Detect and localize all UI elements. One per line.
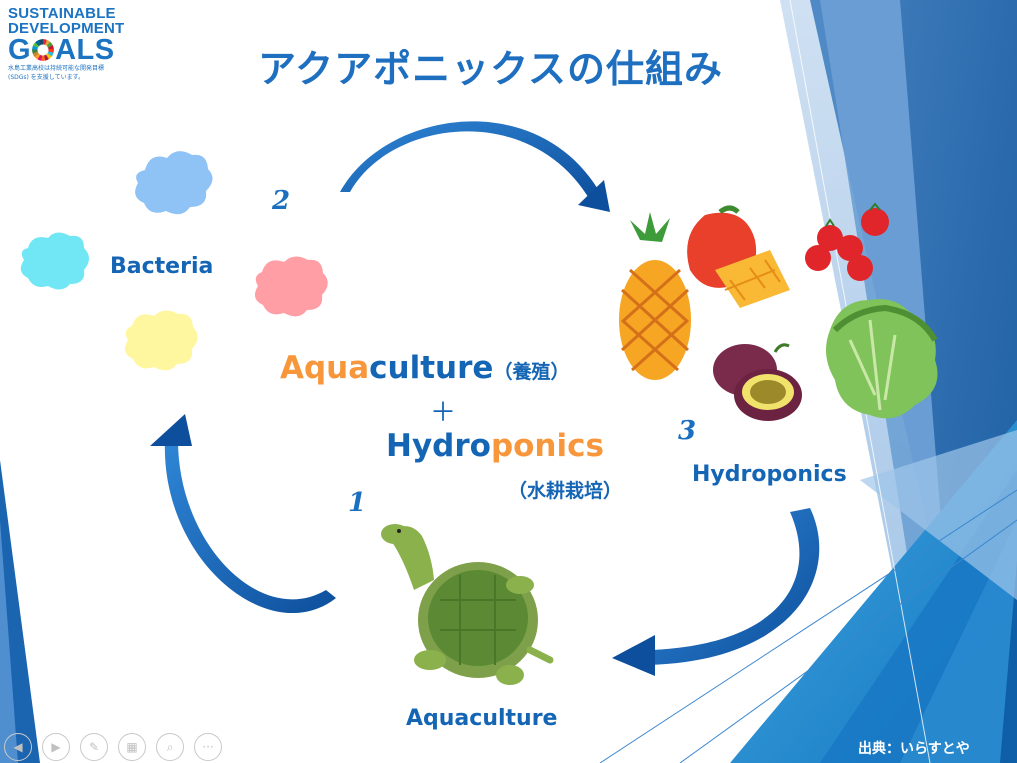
label-bacteria: Bacteria [110, 254, 214, 279]
next-slide-button[interactable]: ▶ [42, 733, 70, 761]
sdg-logo-goals: G ALS [8, 34, 128, 66]
label-hydroponics: Hydroponics [692, 462, 847, 487]
sdg-logo-sub1: 水島工業高校は持続可能な開発目標 [8, 65, 105, 72]
hydro-part1: Hydro [386, 428, 491, 464]
arrow-aquaculture-to-bacteria [150, 414, 336, 614]
center-plus: ＋ [430, 398, 457, 428]
center-aquaculture: Aquaculture（養殖） [280, 350, 569, 386]
turtle-illustration [381, 524, 554, 685]
sdg-goals-g: G [8, 34, 32, 66]
step-number-1: 1 [348, 488, 367, 518]
center-hydro-jp: （水耕栽培） [508, 480, 623, 502]
sdg-logo: SUSTAINABLE DEVELOPMENT G ALS 水島工業高校は持続可能… [8, 6, 128, 82]
pineapple-illustration [619, 212, 691, 380]
prev-icon: ◀ [13, 740, 23, 754]
step-number-3: 3 [678, 416, 697, 446]
sdg-goals-rest: ALS [55, 34, 115, 66]
bacteria-blob-cyan [20, 232, 89, 290]
zoom-button[interactable]: ⌕ [156, 733, 184, 761]
slides-icon: ▦ [126, 740, 138, 754]
bacteria-blob-yellow [124, 310, 198, 371]
aqua-jp: （養殖） [493, 361, 570, 383]
prev-slide-button[interactable]: ◀ [4, 733, 32, 761]
aqua-part1: Aqua [280, 350, 370, 386]
bacteria-blob-pink [254, 256, 328, 317]
zoom-icon: ⌕ [166, 739, 174, 754]
pen-icon: ✎ [88, 740, 100, 754]
slides-button[interactable]: ▦ [118, 733, 146, 761]
slide-title: アクアポニックスの仕組み [258, 47, 723, 91]
arrow-bacteria-to-plants [340, 121, 610, 212]
lettuce-illustration [826, 299, 938, 419]
aqua-part2: culture [369, 350, 494, 386]
image-credit: 出典：いらすとや [858, 741, 970, 757]
sdg-logo-line1: SUSTAINABLE [8, 5, 116, 22]
bacteria-blob-blue [135, 151, 213, 215]
center-hydroponics: Hydroponics [386, 428, 604, 464]
label-aquaculture: Aquaculture [406, 706, 558, 731]
sdg-logo-sub2: (SDGs) を支援しています。 [8, 74, 85, 81]
next-icon: ▶ [51, 740, 61, 754]
passionfruit-illustration [713, 343, 802, 421]
arrow-plants-to-aquaculture [612, 508, 820, 676]
tomatoes-illustration [805, 202, 889, 281]
sdg-wheel-icon [32, 39, 55, 61]
slide-nav-toolbar: ◀ ▶ ✎ ▦ ⌕ ··· [4, 733, 222, 761]
step-number-2: 2 [272, 186, 291, 216]
more-button[interactable]: ··· [194, 733, 222, 761]
pen-button[interactable]: ✎ [80, 733, 108, 761]
sdg-logo-line2: DEVELOPMENT [8, 20, 125, 37]
hydro-part2: ponics [490, 428, 604, 464]
more-icon: ··· [202, 740, 214, 754]
mango-illustration [687, 205, 790, 308]
